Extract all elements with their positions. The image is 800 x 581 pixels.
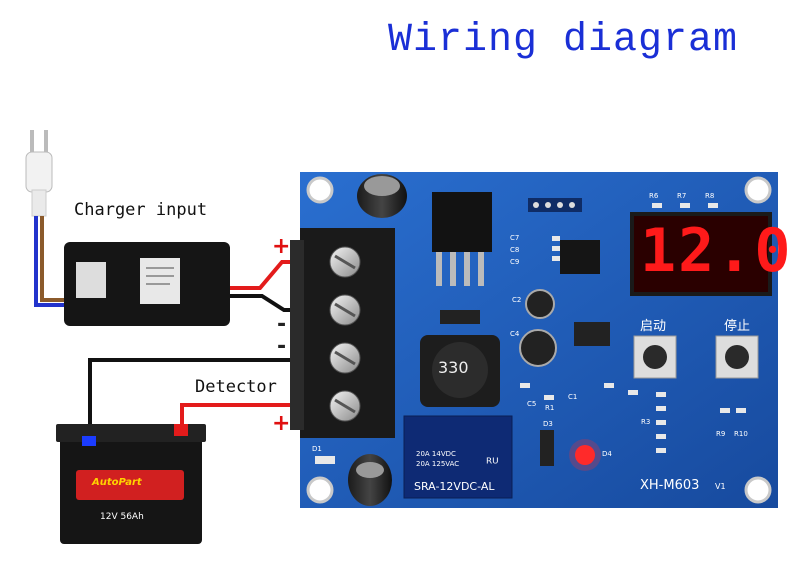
charger-plus-sign: + <box>272 234 291 259</box>
label-d1: D1 <box>312 445 322 453</box>
label-r1: R1 <box>545 404 555 412</box>
mains-wire-brown <box>40 216 70 302</box>
relay-rating-dc: 20A 14VDC <box>416 450 456 458</box>
charger-adapter <box>64 242 230 326</box>
board-version: V1 <box>715 482 726 491</box>
transistor <box>574 322 610 346</box>
mains-plug <box>25 130 53 217</box>
label-r9: R9 <box>716 430 726 438</box>
battery-negative-wire <box>88 358 330 440</box>
battery-spec: 12V 56Ah <box>100 512 144 522</box>
label-d3: D3 <box>543 420 553 428</box>
terminal-block <box>290 228 395 438</box>
seven-segment-display <box>630 212 772 296</box>
detector-label: Detector <box>195 377 277 397</box>
label-c2: C2 <box>512 296 522 304</box>
relay: ᴿᵁ <box>403 415 513 499</box>
relay-ul-mark: ᴿᵁ <box>486 456 499 472</box>
stop-button-label: 停止 <box>724 319 751 334</box>
label-r7: R7 <box>677 192 687 200</box>
label-r3: R3 <box>641 418 651 426</box>
start-button <box>633 335 677 379</box>
label-c8: C8 <box>510 246 520 254</box>
battery-positive-wire <box>180 403 330 430</box>
charger-minus-sign: - <box>277 312 287 337</box>
display-reading: 12.0 <box>640 216 793 286</box>
label-r8: R8 <box>705 192 715 200</box>
relay-model: SRA-12VDC-AL <box>414 480 495 493</box>
charger-input-label: Charger input <box>74 200 208 220</box>
inductor-code: 330 <box>438 358 469 377</box>
battery-brand: AutoPart <box>92 477 142 488</box>
label-c9: C9 <box>510 258 520 266</box>
car-battery <box>56 424 206 544</box>
ic-chip <box>560 240 600 274</box>
smd-resistors <box>315 203 746 464</box>
label-c4: C4 <box>510 330 520 338</box>
capacitor-c4 <box>519 329 557 367</box>
diode-d3 <box>540 430 554 466</box>
battery-minus-sign: - <box>277 334 287 359</box>
capacitor-bottom <box>348 454 392 506</box>
label-r10: R10 <box>734 430 748 438</box>
battery-plus-sign: + <box>272 411 291 436</box>
capacitor-top <box>357 174 407 218</box>
label-c1: C1 <box>568 393 578 401</box>
voltage-regulator <box>432 192 492 286</box>
board-model: XH-M603 <box>640 478 700 493</box>
label-c5: C5 <box>527 400 537 408</box>
status-led <box>569 439 601 471</box>
label-c7: C7 <box>510 234 520 242</box>
label-r6: R6 <box>649 192 659 200</box>
start-button-label: 启动 <box>640 319 667 334</box>
inductor <box>420 335 500 407</box>
smd-diode <box>440 310 480 324</box>
label-d4: D4 <box>602 450 612 458</box>
page-title: Wiring diagram <box>388 18 739 63</box>
stop-button <box>715 335 759 379</box>
capacitor-c2 <box>525 289 555 319</box>
relay-rating-ac: 20A 125VAC <box>416 460 460 468</box>
mains-wire-blue <box>34 216 70 307</box>
header-pins <box>528 198 582 212</box>
